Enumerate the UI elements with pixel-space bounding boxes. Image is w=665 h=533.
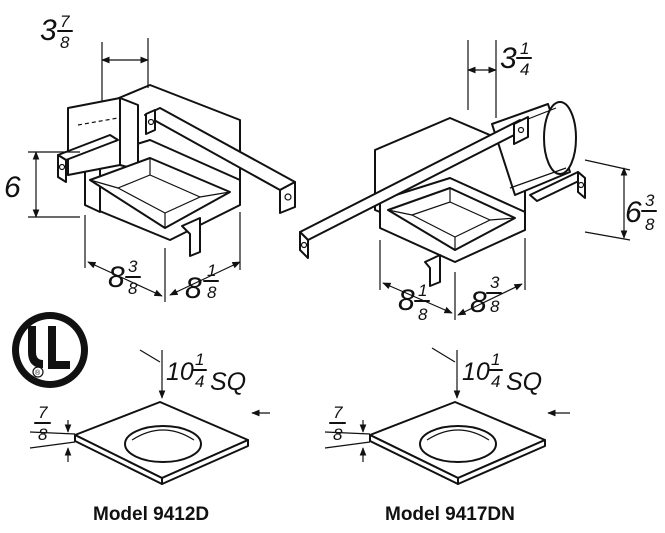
svg-text:8: 8 <box>470 286 487 319</box>
dim-depth-9417dn: 8 3 8 <box>470 273 502 319</box>
dim-grille-9412d: 10 1 4 SQ <box>166 350 246 396</box>
svg-text:8: 8 <box>418 305 428 324</box>
grille-9412d <box>29 349 270 485</box>
svg-text:8: 8 <box>490 297 500 316</box>
svg-text:8: 8 <box>128 279 138 298</box>
svg-text:3: 3 <box>645 191 655 210</box>
svg-text:8: 8 <box>398 284 415 317</box>
svg-text:7: 7 <box>60 12 70 31</box>
dim-grille-depth-9412d: 7 8 <box>34 403 51 444</box>
svg-text:6: 6 <box>4 171 21 204</box>
dim-height-9412d: 6 <box>4 171 21 204</box>
fan-housing-9417dn <box>299 40 631 320</box>
svg-text:8: 8 <box>185 272 202 305</box>
svg-text:3: 3 <box>128 257 138 276</box>
svg-text:8: 8 <box>333 425 343 444</box>
svg-text:4: 4 <box>520 60 529 79</box>
svg-text:8: 8 <box>38 425 48 444</box>
ul-logo: ® <box>12 312 88 388</box>
svg-text:1: 1 <box>195 350 204 369</box>
dim-grille-9417dn: 10 1 4 SQ <box>462 350 542 396</box>
svg-text:10: 10 <box>462 358 490 386</box>
svg-text:8: 8 <box>645 215 655 234</box>
svg-text:1: 1 <box>520 39 529 58</box>
svg-text:7: 7 <box>38 403 48 422</box>
svg-text:10: 10 <box>166 358 194 386</box>
model-caption-9417dn: Model 9417DN <box>385 504 515 525</box>
model-caption-9412d: Model 9412D <box>93 504 210 525</box>
svg-text:8: 8 <box>60 33 70 52</box>
dim-grille-depth-9417dn: 7 8 <box>329 403 346 444</box>
svg-text:1: 1 <box>207 261 216 280</box>
svg-text:1: 1 <box>418 281 427 300</box>
svg-text:3: 3 <box>490 273 500 292</box>
dim-height-9417dn: 6 3 8 <box>625 191 657 234</box>
dim-depth-9412d: 8 1 8 <box>185 261 219 305</box>
dim-width-9417dn: 8 1 8 <box>398 281 430 324</box>
svg-text:3: 3 <box>40 14 57 47</box>
svg-text:7: 7 <box>333 403 343 422</box>
svg-text:1: 1 <box>491 350 500 369</box>
dim-top-9412d: 3 7 8 <box>40 12 73 52</box>
svg-text:8: 8 <box>207 283 217 302</box>
svg-text:3: 3 <box>500 42 517 75</box>
svg-text:6: 6 <box>625 196 642 229</box>
dim-width-9412d: 8 3 8 <box>108 257 141 298</box>
svg-text:®: ® <box>35 369 41 377</box>
svg-text:4: 4 <box>195 372 204 391</box>
svg-text:SQ: SQ <box>506 368 542 396</box>
svg-text:8: 8 <box>108 261 125 294</box>
fan-housing-9412d <box>28 38 296 302</box>
dim-top-9417dn: 3 1 4 <box>500 39 532 79</box>
svg-text:4: 4 <box>491 372 500 391</box>
svg-text:SQ: SQ <box>210 368 246 396</box>
grille-9417dn <box>324 347 570 485</box>
